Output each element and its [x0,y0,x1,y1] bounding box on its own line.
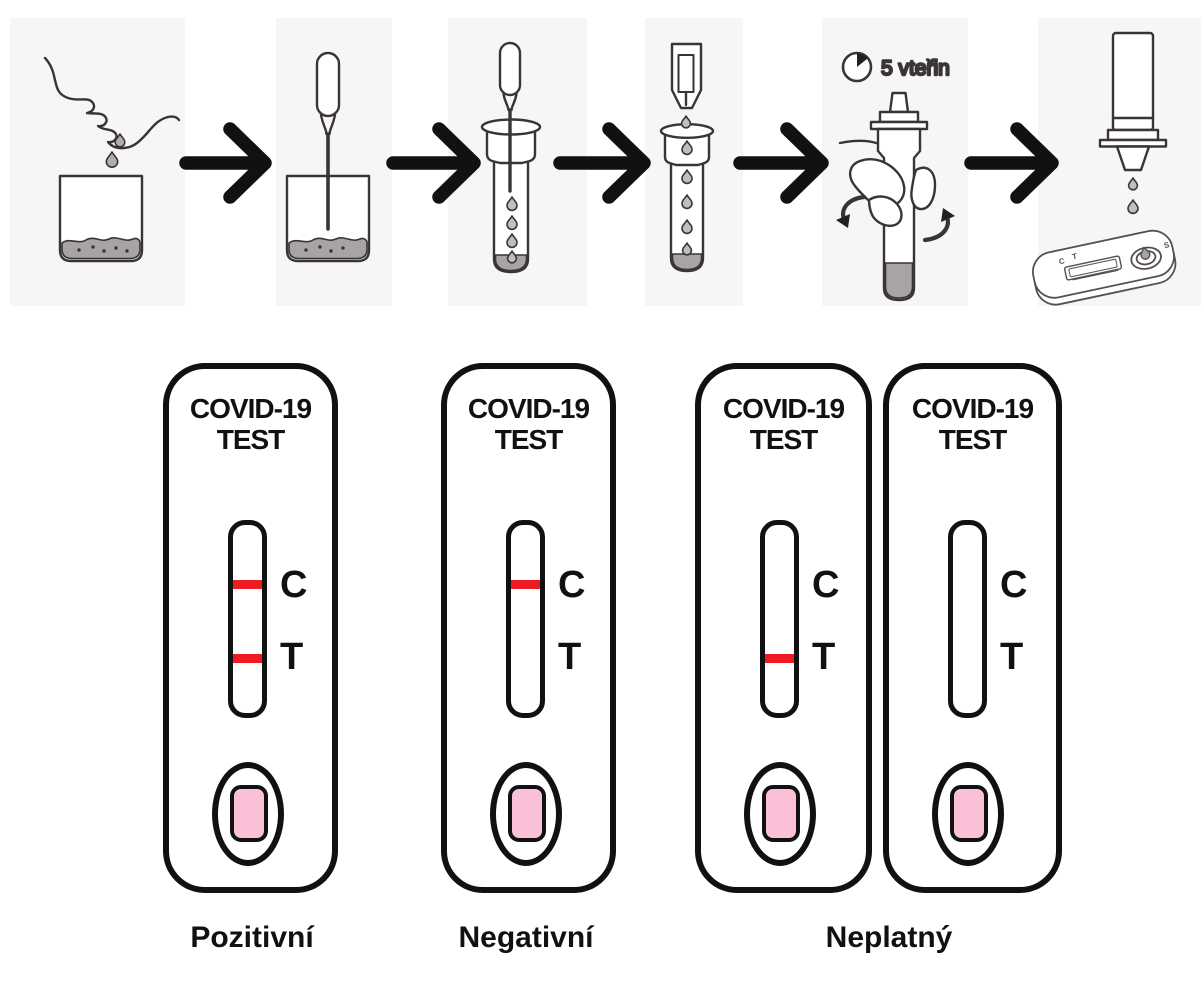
arrow-icon [733,122,829,204]
arrow-icon [553,122,651,204]
hand [838,139,937,227]
cup-liquid [288,237,368,260]
caption-positive: Pozitivní [190,921,314,954]
cassette3d-t-mark: T [1071,252,1078,262]
result-cassette-positive: COVID-19 TEST C T [163,363,338,893]
step-dropper-into-tube [659,42,715,273]
arrow-icon [964,122,1059,204]
control-line [511,580,540,589]
extraction-tube [659,122,715,273]
mix-arrows [836,194,955,243]
face-profile [43,56,181,150]
result-cassette-invalid-t-only: COVID-19 TEST C T [695,363,872,893]
cassette-title: COVID-19 TEST [911,393,1034,455]
control-line [233,580,262,589]
t-label: T [558,636,582,678]
c-label: C [1000,564,1028,606]
result-window [948,520,987,718]
result-cassette-invalid-blank: COVID-19 TEST C T [883,363,1062,893]
caption-invalid: Neplatný [825,921,953,954]
falling-drops [680,115,693,256]
arrow-icon [179,122,272,204]
tube-liquid [884,262,914,299]
cassette-title: COVID-19 TEST [189,393,312,455]
c-label: C [280,564,308,606]
sample-well-pad [950,785,988,842]
test-line [233,654,262,663]
result-cassette-negative: COVID-19 TEST C T [441,363,616,893]
stopwatch-wedge-icon [841,51,873,83]
sample-well-pad [508,785,546,842]
t-label: T [280,636,304,678]
t-label: T [812,636,836,678]
result-window [506,520,545,718]
sample-well-pad [230,785,268,842]
step-spit-into-cup [43,56,181,263]
liquid-specks [304,245,345,253]
falling-drops [1127,177,1139,215]
inverted-tube [1098,31,1168,172]
pipette [498,41,522,193]
falling-drops [506,196,518,264]
dropper-bottle [670,42,703,110]
cassette3d-c-mark: C [1058,256,1066,266]
t-label: T [1000,636,1024,678]
arrow-icon [386,122,481,204]
step-mix-tube: 5 vteřin [836,51,955,302]
step-drop-onto-cassette: C T S [1032,31,1177,306]
saliva-drops [105,133,126,168]
liquid-specks [77,245,129,253]
c-label: C [558,564,586,606]
timer-label: 5 vteřin [881,57,950,80]
result-window [760,520,799,718]
tube-liquid [671,253,703,271]
steps-illustration: 5 vteřin [10,18,1201,306]
cup-liquid [61,237,141,260]
test-line [765,654,794,663]
result-window [228,520,267,718]
cassette-3d: C T S [1032,229,1177,306]
step-pipette-into-tube [480,41,542,274]
cassette3d-s-mark: S [1163,240,1171,250]
sample-well-pad [762,785,800,842]
cassette-title: COVID-19 TEST [722,393,845,455]
cassette-title: COVID-19 TEST [467,393,590,455]
pipette [315,51,341,231]
c-label: C [812,564,840,606]
drop-in-well [1140,246,1151,260]
step-pipette-in-cup [285,51,371,263]
caption-negative: Negativní [458,921,594,954]
